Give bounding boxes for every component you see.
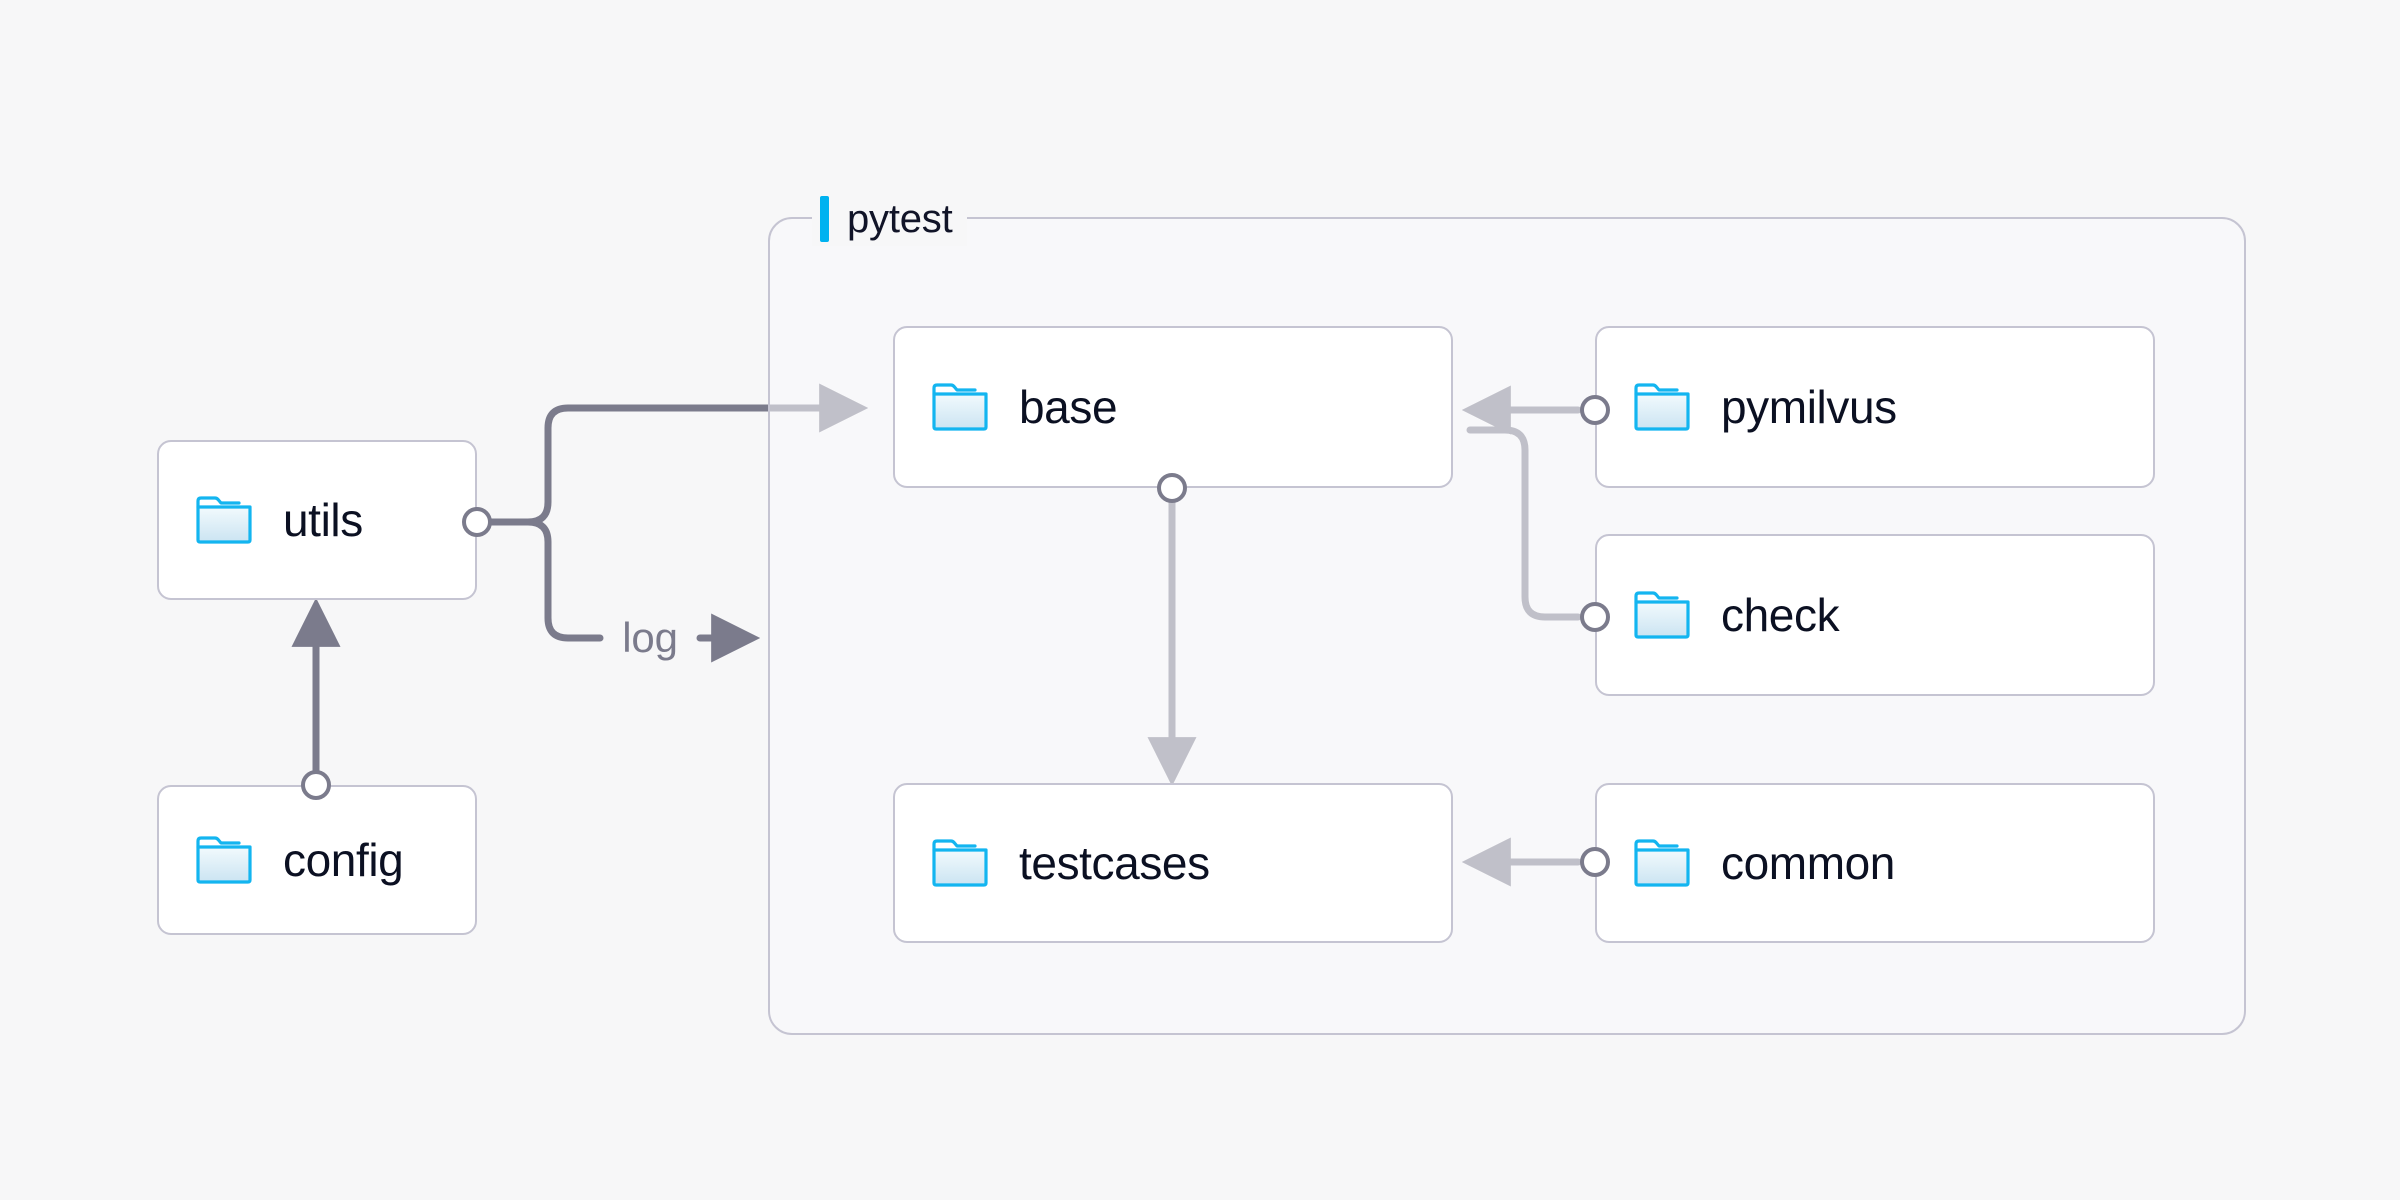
node-common-label: common [1721,837,1895,889]
group-title-text: pytest [847,197,953,241]
node-utils-label: utils [283,494,363,546]
folder-icon [1634,839,1690,887]
node-config-label: config [283,834,404,886]
node-testcases[interactable]: testcases [893,783,1453,943]
port-pymilvus-left[interactable] [1580,395,1610,425]
folder-icon [196,496,252,544]
folder-icon [196,836,252,884]
node-check-label: check [1721,589,1840,641]
edge-label-log: log [612,617,688,659]
node-testcases-label: testcases [1019,837,1210,889]
group-accent-bar [820,196,829,242]
port-common-left[interactable] [1580,847,1610,877]
port-check-left[interactable] [1580,602,1610,632]
port-config-top[interactable] [301,770,331,800]
node-common[interactable]: common [1595,783,2155,943]
folder-icon [932,839,988,887]
node-pymilvus-label: pymilvus [1721,381,1897,433]
node-utils[interactable]: utils [157,440,477,600]
port-base-bottom[interactable] [1157,473,1187,503]
edge-utils-log-a [488,518,604,642]
node-config[interactable]: config [157,785,477,935]
node-check[interactable]: check [1595,534,2155,696]
folder-icon [1634,383,1690,431]
node-base-label: base [1019,381,1118,433]
port-utils-right[interactable] [462,507,492,537]
pytest-group-label: pytest [812,192,967,246]
folder-icon [1634,591,1690,639]
folder-icon [932,383,988,431]
node-base[interactable]: base [893,326,1453,488]
node-pymilvus[interactable]: pymilvus [1595,326,2155,488]
